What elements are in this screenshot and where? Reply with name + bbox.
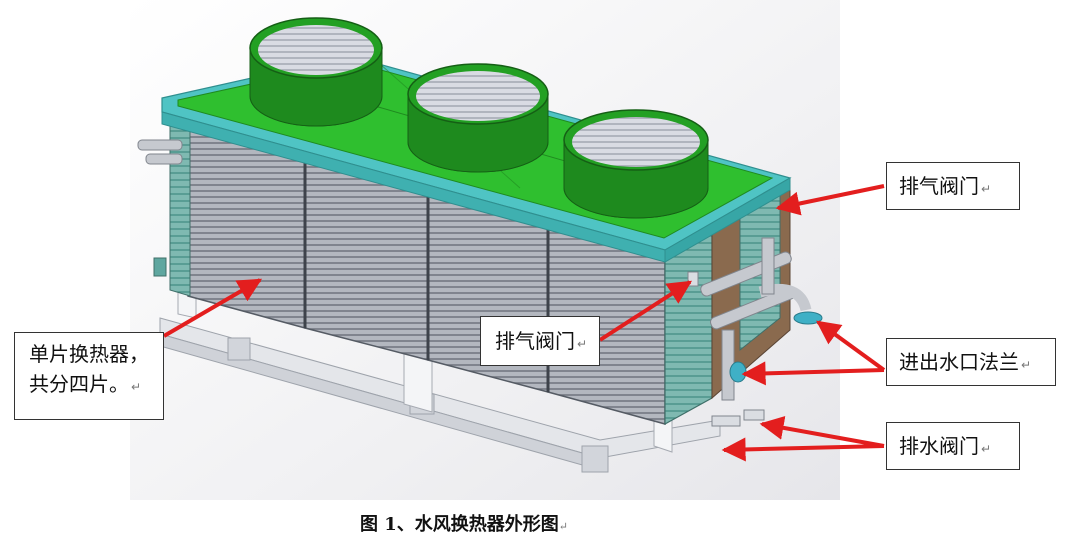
heat-exchanger-panels: [187, 110, 666, 425]
callout-arrows: [162, 184, 886, 462]
vent-valve-label-right: 排气阀门↵: [886, 162, 1020, 210]
arrow-vent-right: [775, 184, 885, 216]
vent-valve-label-middle: 排气阀门↵: [480, 316, 600, 366]
flange-lower: [729, 361, 747, 383]
figure-caption-text: 图 1、水风换热器外形图: [360, 514, 559, 535]
arrow-drain-lower: [721, 437, 885, 462]
paragraph-mark: ↵: [131, 380, 142, 394]
fan-3: [563, 109, 709, 219]
single-exchanger-text-line1: 单片换热器，: [29, 342, 149, 366]
vent-valve-text: 排气阀门: [495, 329, 575, 353]
paragraph-mark: ↵: [577, 337, 588, 351]
right-piping: [687, 237, 823, 427]
flange-upper: [793, 311, 823, 325]
arrow-flange-upper: [816, 320, 886, 372]
figure-caption: 图 1、水风换热器外形图↵: [360, 510, 568, 536]
single-exchanger-label: 单片换热器， 共分四片。↵: [14, 332, 164, 420]
drain-valve-text: 排水阀门: [899, 434, 979, 458]
arrow-flange-lower: [741, 361, 885, 386]
paragraph-mark: ↵: [981, 442, 992, 456]
paragraph-mark: ↵: [1021, 358, 1032, 372]
arrow-drain-upper: [759, 416, 885, 448]
left-header-pipes: [137, 107, 191, 297]
arrow-single-exchanger: [162, 278, 263, 338]
paragraph-mark: ↵: [558, 520, 569, 533]
paragraph-mark: ↵: [981, 182, 992, 196]
flange-text: 进出水口法兰: [899, 350, 1019, 374]
single-exchanger-text-line2: 共分四片。: [29, 372, 129, 396]
fan-1: [249, 17, 383, 127]
drain-valve-label: 排水阀门↵: [886, 422, 1020, 470]
arrow-vent-mid: [598, 280, 693, 342]
vent-valve-text: 排气阀门: [899, 174, 979, 198]
fan-2: [407, 63, 549, 173]
inlet-outlet-flange-label: 进出水口法兰↵: [886, 338, 1056, 386]
